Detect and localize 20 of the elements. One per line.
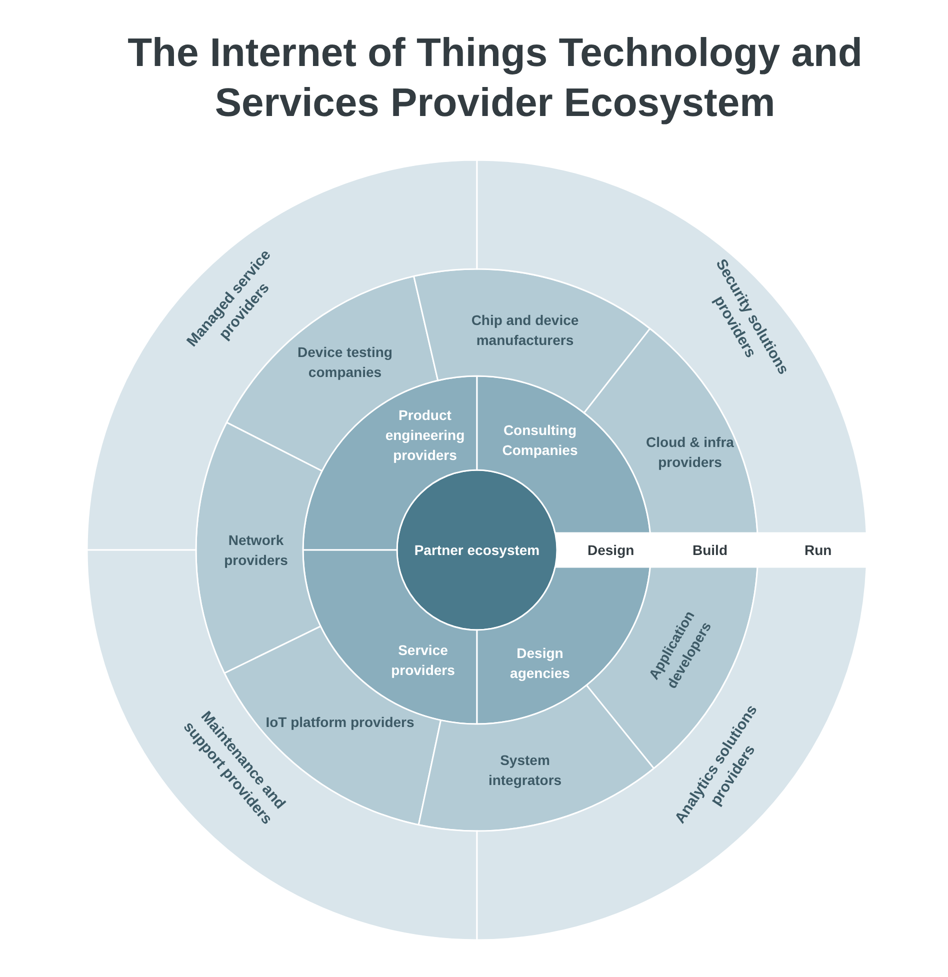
phase-label: Design <box>588 542 634 558</box>
segment-label: Product engineering providers <box>384 406 466 465</box>
phase-label: Run <box>804 542 832 558</box>
segment-label: Service providers <box>390 641 456 680</box>
diagram-title: The Internet of Things Technology and Services Provider Ecosystem <box>126 30 864 127</box>
segment-label: Chip and device manufacturers <box>470 311 580 350</box>
phase-label: Build <box>692 542 728 558</box>
ring-segment <box>476 566 868 941</box>
ring-segment <box>418 684 655 832</box>
segment-label: Network providers <box>223 531 289 570</box>
segment-label: Consulting Companies <box>501 421 579 460</box>
ring-segment <box>476 566 651 725</box>
segment-label: Partner ecosystem <box>413 541 541 560</box>
segment-label: Design agencies <box>509 644 571 683</box>
segment-label: Device testing companies <box>296 343 394 382</box>
segment-label: IoT platform providers <box>265 713 415 732</box>
center-circle <box>396 469 558 631</box>
ring-segment <box>195 422 323 674</box>
segment-label: System integrators <box>487 751 563 790</box>
segment-label: Cloud & infra providers <box>645 433 735 472</box>
